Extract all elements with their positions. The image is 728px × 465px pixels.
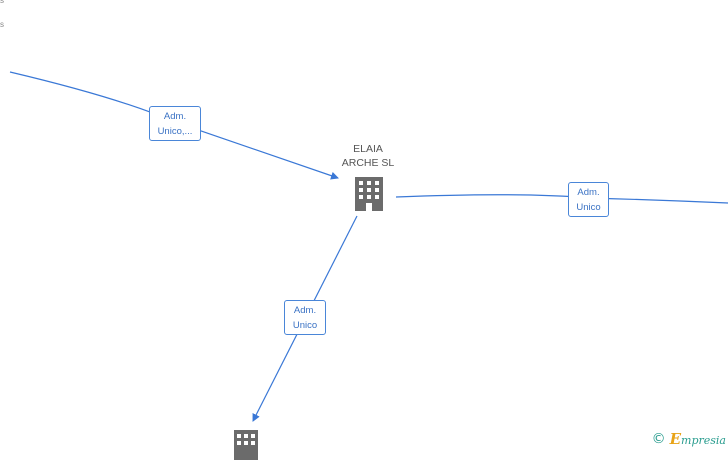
edge-label-right[interactable]: Adm. Unico	[568, 182, 609, 217]
edge-right-line	[395, 194, 728, 204]
edge-label-left-line1: Adm.	[163, 111, 187, 122]
cropped-text-fragment: s	[0, 0, 4, 5]
edge-label-right-line1: Adm.	[577, 187, 600, 198]
edge-label-down-line1: Adm.	[293, 305, 317, 316]
edge-label-left[interactable]: Adm. Unico,...	[149, 106, 201, 141]
watermark-brand: Empresia	[670, 430, 726, 448]
center-node-label: ELAIA ARCHE SL	[333, 142, 403, 170]
building-icon[interactable]	[233, 430, 259, 465]
center-node-name-line1: ELAIA	[353, 143, 383, 155]
watermark-brand-rest: mpresia	[681, 434, 726, 447]
building-icon[interactable]	[353, 176, 385, 217]
edge-label-right-line2: Unico	[576, 202, 601, 213]
edge-label-left-line2: Unico,...	[157, 126, 193, 137]
watermark-brand-initial: E	[669, 430, 682, 448]
cropped-text-fragment: s	[0, 20, 4, 29]
copyright-symbol: ©	[651, 431, 666, 447]
center-node-name-line2: ARCHE SL	[341, 157, 395, 169]
diagram-canvas	[9, 71, 728, 422]
edge-label-down[interactable]: Adm. Unico	[284, 300, 326, 335]
empresia-watermark: © Empresia	[652, 430, 726, 448]
edge-label-down-line2: Unico	[292, 320, 318, 331]
